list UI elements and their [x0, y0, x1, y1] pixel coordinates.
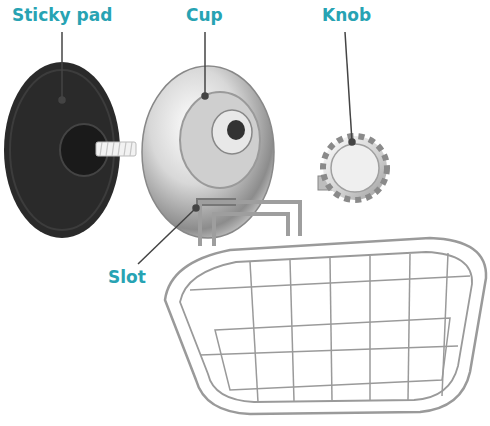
knob — [318, 136, 387, 200]
sticky-pad — [4, 62, 136, 238]
hanger-wire — [200, 202, 300, 246]
leader-line — [59, 32, 355, 264]
part-label: Knob — [322, 6, 371, 25]
wire-basket — [165, 238, 486, 414]
part-label: Slot — [108, 268, 146, 287]
part-label: Sticky pad — [12, 6, 112, 25]
part-label: Cup — [186, 6, 223, 25]
